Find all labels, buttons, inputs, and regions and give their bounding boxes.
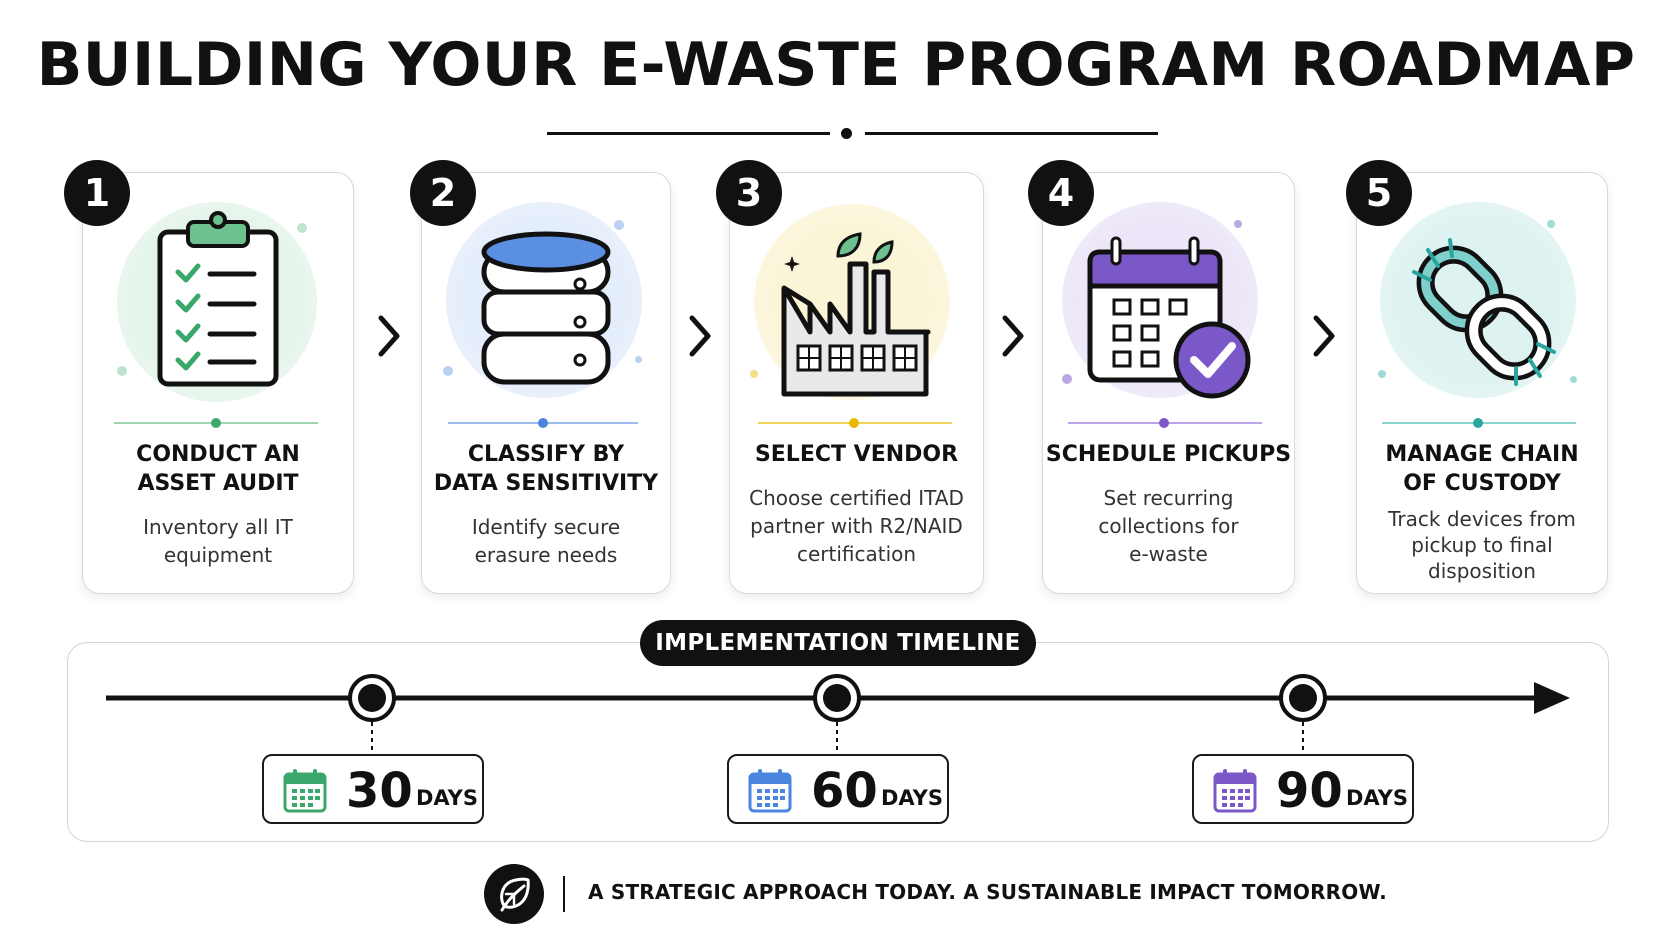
step-desc-4: Set recurring collections for e-waste bbox=[1098, 486, 1239, 566]
clipboard-checklist-icon bbox=[157, 211, 279, 387]
title-divider-dot bbox=[841, 128, 852, 139]
milestone-90-days: 90 DAYS bbox=[1192, 754, 1414, 824]
step-desc-2: Identify secure erasure needs bbox=[471, 515, 621, 567]
step-title-2: CLASSIFY BY DATA SENSITIVITY bbox=[433, 442, 659, 496]
milestone-unit: DAYS bbox=[416, 786, 479, 810]
footer-tagline: A STRATEGIC APPROACH TODAY. A SUSTAINABL… bbox=[588, 880, 1387, 904]
title-rule-left bbox=[547, 132, 830, 135]
step-title-1: CONDUCT AN ASSET AUDIT bbox=[136, 442, 300, 496]
step-title-3: SELECT VENDOR bbox=[754, 442, 959, 467]
leaf-icon bbox=[484, 864, 544, 924]
card-separator-dot-5 bbox=[1473, 418, 1483, 428]
milestone-unit: DAYS bbox=[1346, 786, 1409, 810]
calendar-icon bbox=[283, 769, 327, 813]
decor-dot bbox=[117, 366, 127, 376]
step-number-badge-5: 5 bbox=[1346, 160, 1412, 226]
decor-dot bbox=[614, 220, 624, 230]
decor-dot bbox=[1062, 374, 1072, 384]
card-separator-dot-3 bbox=[849, 418, 859, 428]
step-title-5: MANAGE CHAIN OF CUSTODY bbox=[1385, 442, 1579, 496]
step-number-badge-4: 4 bbox=[1028, 160, 1094, 226]
milestone-30-days: 30 DAYS bbox=[262, 754, 484, 824]
milestone-value: 60 bbox=[811, 763, 878, 819]
chevron-right-icon bbox=[378, 315, 400, 357]
footer-divider bbox=[563, 876, 565, 912]
decor-dot bbox=[750, 370, 758, 378]
step-title-4: SCHEDULE PICKUPS bbox=[1045, 442, 1292, 467]
title-rule-right bbox=[865, 132, 1158, 135]
calendar-icon bbox=[748, 769, 792, 813]
decor-dot bbox=[1378, 370, 1386, 378]
decor-dot bbox=[1234, 220, 1242, 228]
card-separator-dot-1 bbox=[211, 418, 221, 428]
step-desc-3: Choose certified ITAD partner with R2/NA… bbox=[749, 486, 964, 566]
decor-dot bbox=[297, 223, 307, 233]
milestone-value: 90 bbox=[1276, 763, 1343, 819]
step-desc-5: Track devices from pickup to final dispo… bbox=[1388, 507, 1576, 583]
decor-dot bbox=[1570, 376, 1577, 383]
page-title: BUILDING YOUR E-WASTE PROGRAM ROADMAP bbox=[36, 30, 1636, 100]
decor-dot bbox=[443, 366, 453, 376]
milestone-value: 30 bbox=[346, 763, 413, 819]
step-desc-1: Inventory all IT equipment bbox=[143, 515, 293, 567]
chevron-right-icon bbox=[1313, 315, 1335, 357]
database-icon bbox=[481, 231, 611, 385]
card-separator-dot-2 bbox=[538, 418, 548, 428]
decor-dot bbox=[635, 356, 642, 363]
factory-icon bbox=[781, 232, 931, 397]
card-separator-dot-4 bbox=[1159, 418, 1169, 428]
timeline-label: IMPLEMENTATION TIMELINE bbox=[640, 620, 1036, 666]
chevron-right-icon bbox=[1002, 315, 1024, 357]
step-number-badge-2: 2 bbox=[410, 160, 476, 226]
milestone-unit: DAYS bbox=[881, 786, 944, 810]
chevron-right-icon bbox=[689, 315, 711, 357]
chain-link-icon bbox=[1412, 238, 1556, 386]
calendar-check-icon bbox=[1087, 236, 1251, 399]
step-number-badge-1: 1 bbox=[64, 160, 130, 226]
calendar-icon bbox=[1213, 769, 1257, 813]
decor-dot bbox=[1547, 220, 1555, 228]
step-number-badge-3: 3 bbox=[716, 160, 782, 226]
milestone-60-days: 60 DAYS bbox=[727, 754, 949, 824]
